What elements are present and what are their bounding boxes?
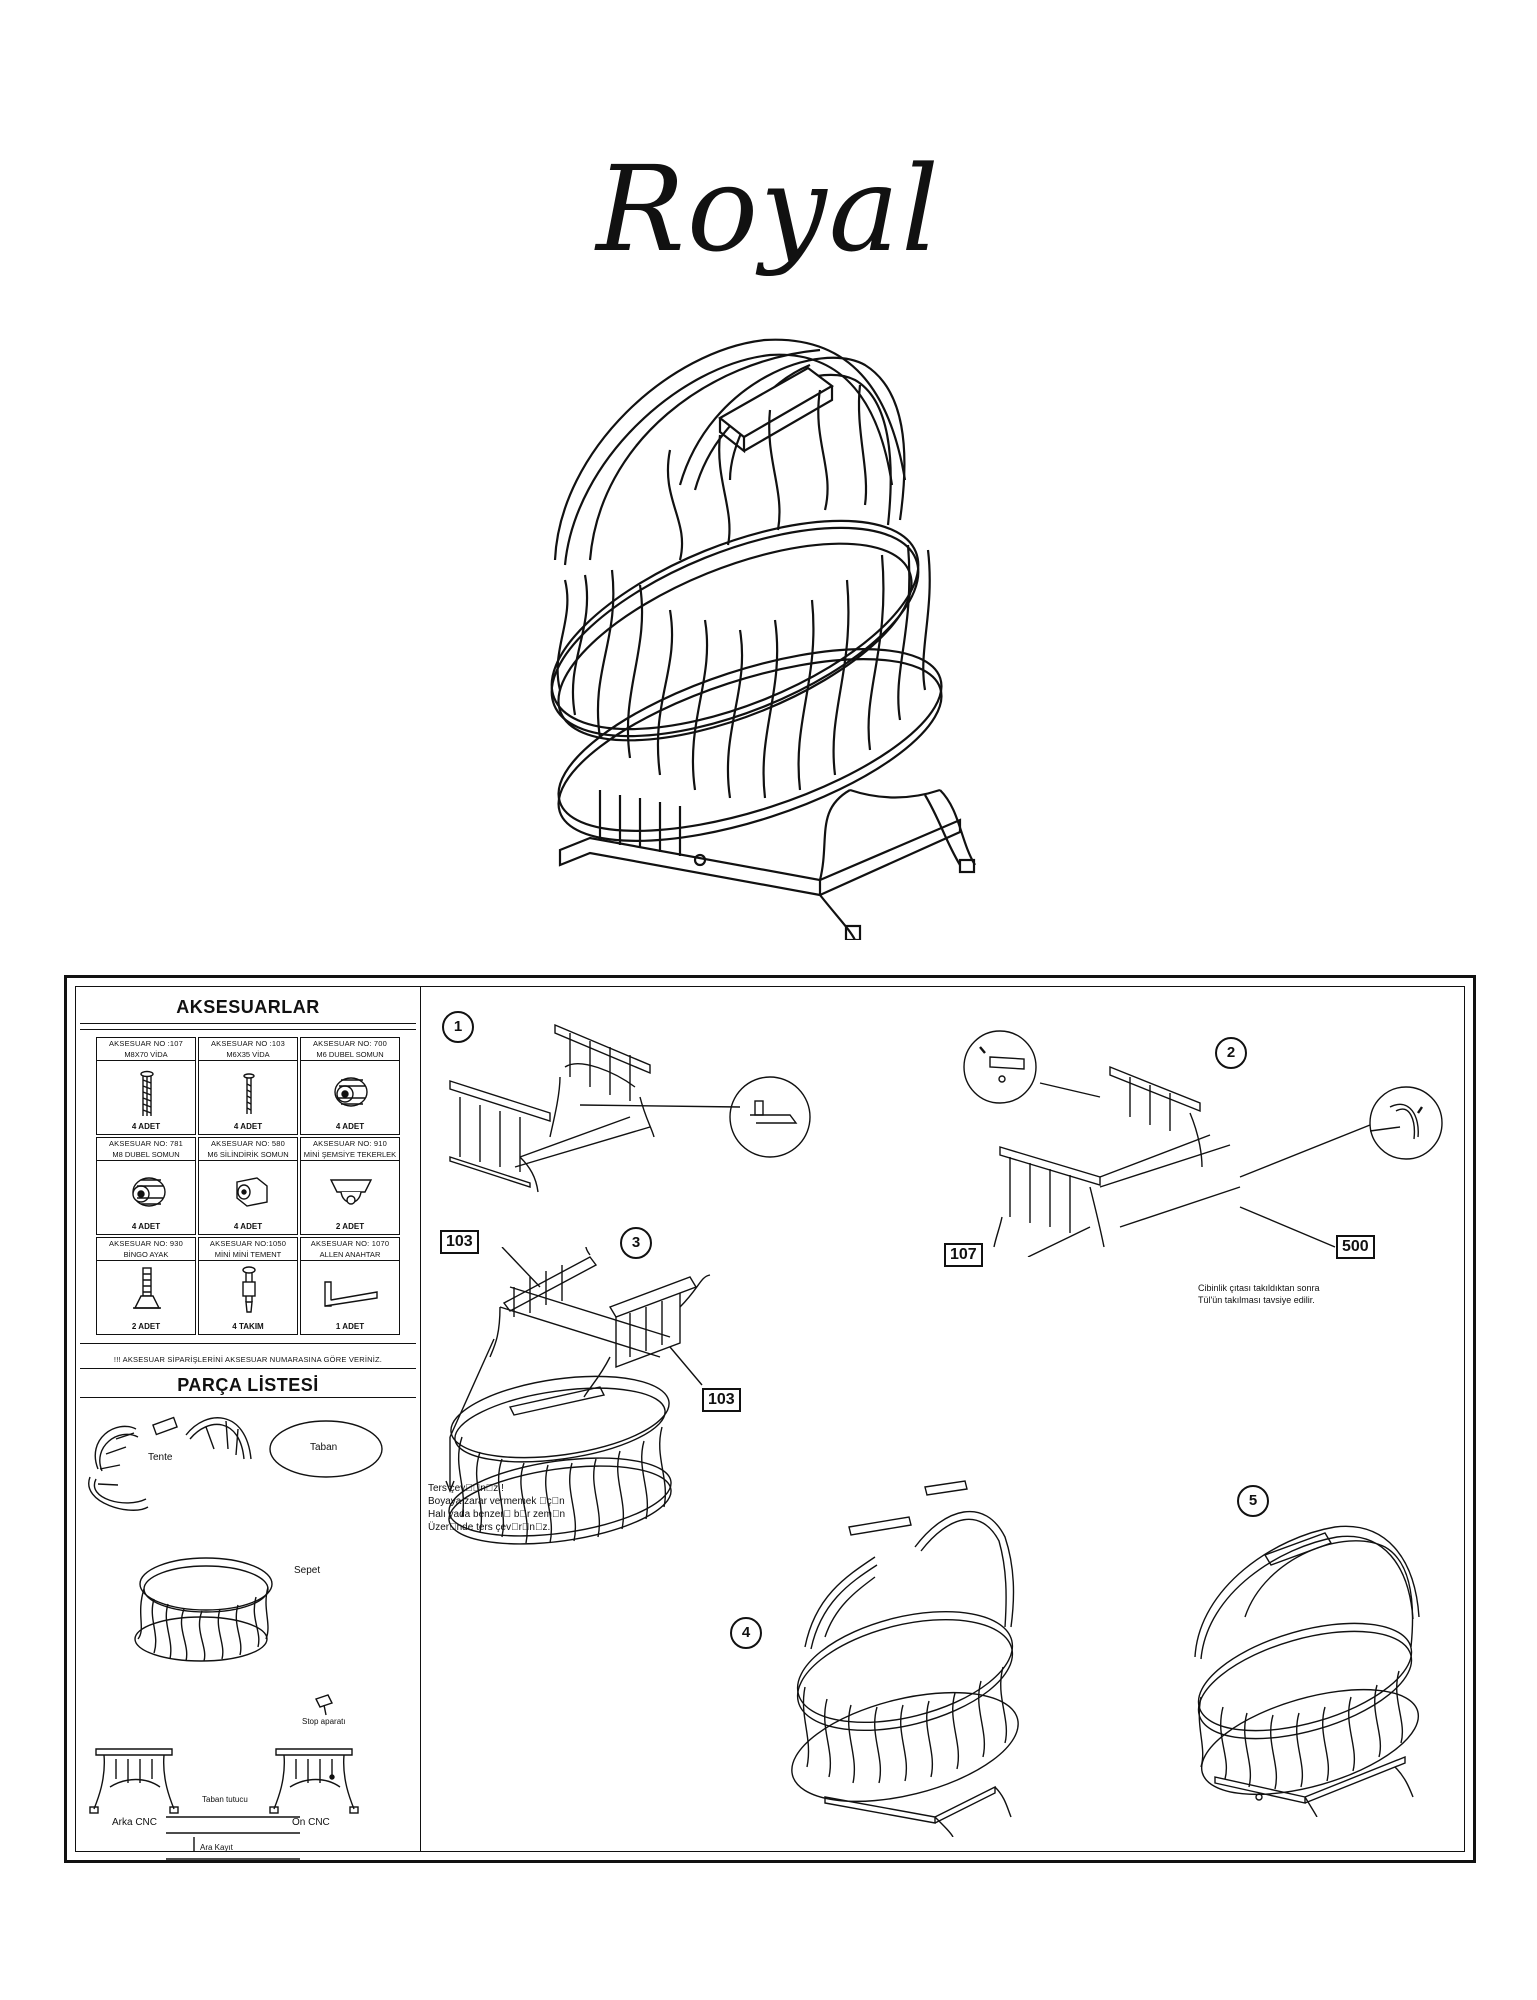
step-2-note-line-2: Tül'ün takılması tavsiye edilir. <box>1198 1295 1315 1305</box>
step-number-3: 3 <box>620 1227 652 1259</box>
accessory-qty: 4 TAKIM <box>232 1322 264 1331</box>
part-code-500: 500 <box>1336 1235 1375 1259</box>
part-label-taban: Taban <box>310 1442 338 1453</box>
accessory-item: AKSESUAR NO: 930 BİNGO AYAK 2 ADET <box>96 1237 196 1335</box>
part-label-sepet: Sepet <box>294 1565 321 1576</box>
step-4-illustration <box>791 1480 1019 1837</box>
accessories-heading: AKSESUARLAR <box>176 997 320 1017</box>
accessory-item: AKSESUAR NO:1050 MİNİ MİNİ TEMENT 4 TAKI… <box>198 1237 298 1335</box>
divider <box>80 1029 416 1030</box>
parts-illustration <box>88 1416 383 1860</box>
accessory-qty: 4 ADET <box>131 1122 161 1131</box>
part-code-103: 103 <box>702 1388 741 1412</box>
accessory-qty: 1 ADET <box>335 1322 365 1331</box>
step-number-4: 4 <box>730 1617 762 1649</box>
left-column: AKSESUARLAR AKSESUAR NO :107 M8X70 VİDA … <box>76 987 421 1860</box>
accessory-name: BİNGO AYAK <box>97 1250 195 1261</box>
accessory-number: AKSESUAR NO: 781 <box>108 1139 184 1148</box>
dowel-nut-icon <box>132 1177 166 1207</box>
product-title: Royal <box>596 140 941 278</box>
step-5-illustration <box>1194 1525 1420 1817</box>
accessory-number: AKSESUAR NO: 580 <box>210 1139 286 1148</box>
assembly-steps: 1 <box>420 987 1464 1851</box>
step-2-note-line-1: Cibinlik çıtası takıldıktan sonra <box>1198 1283 1320 1293</box>
accessory-name: M8X70 VİDA <box>97 1050 195 1061</box>
accessory-name: MİNİ ŞEMSİYE TEKERLEK <box>301 1150 399 1161</box>
accessory-item: AKSESUAR NO: 700 M6 DUBEL SOMUN 4 ADET <box>300 1037 400 1135</box>
accessory-qty: 4 ADET <box>233 1222 263 1231</box>
part-label-ara-kayit: Ara Kayıt <box>200 1843 233 1852</box>
accessory-item: AKSESUAR NO: 910 MİNİ ŞEMSİYE TEKERLEK 2… <box>300 1137 400 1235</box>
accessory-name: MİNİ MİNİ TEMENT <box>199 1250 297 1261</box>
divider <box>80 1368 416 1369</box>
part-label-on-cnc: Ön CNC <box>292 1817 330 1828</box>
accessory-name: M6 SİLİNDİRİK SOMUN <box>199 1150 297 1161</box>
accessory-qty: 2 ADET <box>131 1322 161 1331</box>
step-3-note-line-3: Halı yada benzer  b r zem n <box>428 1509 566 1520</box>
accessory-item: AKSESUAR NO :107 M8X70 VİDA 4 ADET <box>96 1037 196 1135</box>
divider <box>80 1397 416 1398</box>
accessory-item: AKSESUAR NO: 1070 ALLEN ANAHTAR 1 ADET <box>300 1237 400 1335</box>
cylinder-nut-icon <box>236 1177 268 1207</box>
part-label-tente: Tente <box>148 1452 173 1463</box>
accessory-number: AKSESUAR NO:1050 <box>209 1239 287 1248</box>
accessory-qty: 4 ADET <box>131 1222 161 1231</box>
accessory-name: M6X35 VİDA <box>199 1050 297 1061</box>
wheel-icon <box>329 1179 373 1205</box>
step-3-illustration <box>445 1247 711 1545</box>
accessory-qty: 2 ADET <box>335 1222 365 1231</box>
step-number-5: 5 <box>1237 1485 1269 1517</box>
step-1-illustration <box>449 1023 811 1193</box>
cradle-illustration <box>550 338 976 940</box>
dowel-nut-icon <box>334 1077 368 1107</box>
allen-key-icon <box>324 1281 378 1307</box>
accessory-number: AKSESUAR NO :103 <box>210 1039 286 1048</box>
accessory-number: AKSESUAR NO: 930 <box>108 1239 184 1248</box>
screw-icon <box>243 1073 255 1114</box>
step-number-2: 2 <box>1215 1037 1247 1069</box>
accessory-qty: 4 ADET <box>233 1122 263 1131</box>
accessory-number: AKSESUAR NO: 910 <box>312 1139 388 1148</box>
part-label-taban-tutucu: Taban tutucu <box>202 1795 248 1804</box>
accessory-qty: 4 ADET <box>335 1122 365 1131</box>
long-screw-icon <box>140 1070 154 1116</box>
step-3-note-line-4: Üzer nde ters çev r n z. <box>428 1522 551 1533</box>
accessory-number: AKSESUAR NO: 700 <box>312 1039 388 1048</box>
part-code-107: 107 <box>944 1243 983 1267</box>
step-number-1: 1 <box>442 1011 474 1043</box>
part-label-arka-cnc: Arka CNC <box>112 1817 158 1828</box>
accessory-item: AKSESUAR NO: 580 M6 SİLİNDİRİK SOMUN 4 A… <box>198 1137 298 1235</box>
accessory-number: AKSESUAR NO :107 <box>108 1039 184 1048</box>
instruction-frame: AKSESUARLAR AKSESUAR NO :107 M8X70 VİDA … <box>64 975 1476 1863</box>
accessory-order-note: !!! AKSESUAR SİPARİŞLERİNİ AKSESUAR NUMA… <box>113 1355 383 1364</box>
connector-icon <box>242 1266 256 1313</box>
foot-icon <box>133 1267 161 1309</box>
parts-heading: PARÇA LİSTESİ <box>177 1375 319 1395</box>
divider <box>80 1023 416 1024</box>
accessory-item: AKSESUAR NO: 781 M8 DUBEL SOMUN 4 ADET <box>96 1137 196 1235</box>
accessory-item: AKSESUAR NO :103 M6X35 VİDA 4 ADET <box>198 1037 298 1135</box>
accessory-number: AKSESUAR NO: 1070 <box>310 1239 390 1248</box>
part-label-stop: Stop aparatı <box>302 1717 346 1726</box>
accessory-name: M6 DUBEL SOMUN <box>301 1050 399 1061</box>
step-3-note-line-1: Ters çev  n z ! <box>428 1483 504 1494</box>
part-code-103: 103 <box>440 1230 479 1254</box>
accessory-name: ALLEN ANAHTAR <box>301 1250 399 1261</box>
step-2-illustration <box>963 1030 1443 1257</box>
divider <box>80 1343 416 1344</box>
accessory-name: M8 DUBEL SOMUN <box>97 1150 195 1161</box>
step-3-note-line-2: Boyaya zarar vermemek  ç n <box>428 1496 565 1507</box>
